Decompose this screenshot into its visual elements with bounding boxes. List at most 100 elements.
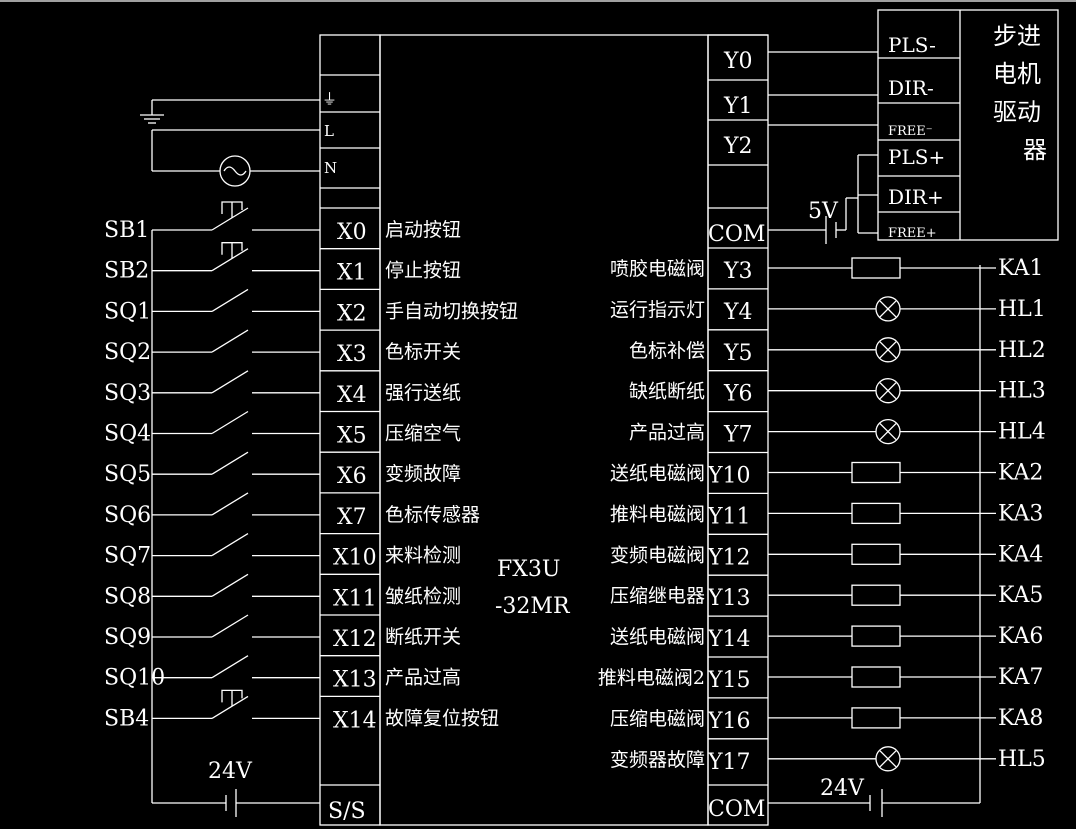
driver-title-3: 驱动 xyxy=(993,98,1041,126)
input-device-label: SQ7 xyxy=(104,544,151,569)
input-terminal-label: X10 xyxy=(333,546,377,571)
output-desc-label: 送纸电磁阀 xyxy=(610,463,705,485)
output-com-label: COM xyxy=(708,797,765,822)
push-button-icon xyxy=(211,207,249,231)
relay-coil-icon xyxy=(851,666,901,688)
output-load-label: KA1 xyxy=(998,256,1043,281)
output-terminal-label: Y16 xyxy=(707,709,751,734)
input-desc-label: 产品过高 xyxy=(385,667,461,689)
input-terminal-label: X3 xyxy=(337,342,367,367)
input-terminal-label: X5 xyxy=(337,424,367,449)
relay-coil-icon xyxy=(851,707,901,729)
input-desc-label: 强行送纸 xyxy=(385,382,461,404)
relay-coil-icon xyxy=(851,257,901,279)
limit-switch-icon xyxy=(211,655,249,679)
output-terminal-label: Y11 xyxy=(707,504,751,529)
limit-switch-icon xyxy=(211,288,249,312)
limit-switch-icon xyxy=(211,451,249,475)
output-load-label: HL5 xyxy=(998,747,1046,772)
output-row: Y3 喷胶电磁阀 KA1 xyxy=(610,247,1043,284)
output-load-label: KA2 xyxy=(998,461,1043,486)
relay-coil-icon xyxy=(851,584,901,606)
output-load-label: HL4 xyxy=(998,420,1046,445)
input-device-label: SQ4 xyxy=(104,422,151,447)
output-supply: COM 24V xyxy=(708,265,981,822)
limit-switch-icon xyxy=(211,614,249,638)
output-terminal-label: Y4 xyxy=(723,300,753,325)
output-terminal-label: Y0 xyxy=(723,49,753,74)
input-desc-label: 压缩空气 xyxy=(385,423,461,445)
plc-model-line2: -32MR xyxy=(495,594,571,619)
input-device-label: SQ5 xyxy=(104,462,151,487)
output-desc-label: 喷胶电磁阀 xyxy=(610,258,705,280)
output-load-label: KA5 xyxy=(998,583,1043,608)
input-device-label: SQ2 xyxy=(104,340,151,365)
driver-pin-pls-plus: PLS+ xyxy=(888,145,945,169)
output-terminal-label: Y15 xyxy=(707,668,751,693)
input-row: SQ5 X6 变频故障 xyxy=(104,451,461,489)
driver-pin-free-plus: FREE+ xyxy=(888,226,937,241)
input-desc-label: 变频故障 xyxy=(385,463,461,485)
output-load-label: HL1 xyxy=(998,297,1046,322)
ss-terminal-label: S/S xyxy=(328,799,366,824)
output-terminal-label: Y2 xyxy=(723,134,753,159)
input-terminal-label: X11 xyxy=(333,586,377,611)
input-device-label: SQ1 xyxy=(104,299,151,324)
driver-pin-free-minus: FREE⁻ xyxy=(888,124,933,139)
input-device-label: SB4 xyxy=(104,706,149,731)
output-desc-label: 色标补偿 xyxy=(629,340,705,362)
input-device-label: SQ9 xyxy=(104,625,151,650)
input-desc-label: 手自动切换按钮 xyxy=(385,300,518,322)
output-desc-label: 推料电磁阀 xyxy=(610,503,705,525)
output-terminal-label: Y6 xyxy=(723,382,753,407)
input-desc-label: 停止按钮 xyxy=(385,260,461,282)
input-terminal-label: X14 xyxy=(333,708,377,733)
input-desc-label: 色标开关 xyxy=(385,341,461,363)
input-device-label: SB1 xyxy=(104,218,149,243)
output-terminal-label: Y3 xyxy=(723,259,753,284)
output-load-label: KA4 xyxy=(998,542,1043,567)
driver-voltage-label: 5V xyxy=(808,199,839,224)
driver-pin-pls-minus: PLS- xyxy=(888,33,936,57)
relay-coil-icon xyxy=(851,461,901,484)
input-terminal-label: X1 xyxy=(337,261,367,286)
output-load-label: KA7 xyxy=(998,665,1043,690)
output-load-label: HL3 xyxy=(998,379,1046,404)
limit-switch-icon xyxy=(211,573,249,597)
ground-terminal-label: ⏚ xyxy=(322,90,337,108)
relay-coil-icon xyxy=(851,625,901,647)
relay-coil-icon xyxy=(851,543,901,565)
output-desc-label: 变频器故障 xyxy=(610,749,705,771)
input-terminal-label: X13 xyxy=(333,668,377,693)
plc-model-line1: FX3U xyxy=(497,557,560,582)
limit-switch-icon xyxy=(211,492,249,516)
input-desc-label: 断纸开关 xyxy=(385,626,461,648)
l-terminal-label: L xyxy=(324,122,334,140)
output-desc-label: 推料电磁阀2 xyxy=(598,667,705,689)
input-desc-label: 启动按钮 xyxy=(385,219,461,241)
input-terminal-label: X6 xyxy=(337,464,367,489)
output-desc-label: 变频电磁阀 xyxy=(610,544,705,566)
output-terminal-label: COM xyxy=(708,222,765,247)
limit-switch-icon xyxy=(211,410,249,435)
input-device-label: SQ3 xyxy=(104,381,151,406)
output-load-label: KA6 xyxy=(998,624,1043,649)
output-load-label: KA3 xyxy=(998,501,1043,526)
output-load-label: HL2 xyxy=(998,338,1046,363)
